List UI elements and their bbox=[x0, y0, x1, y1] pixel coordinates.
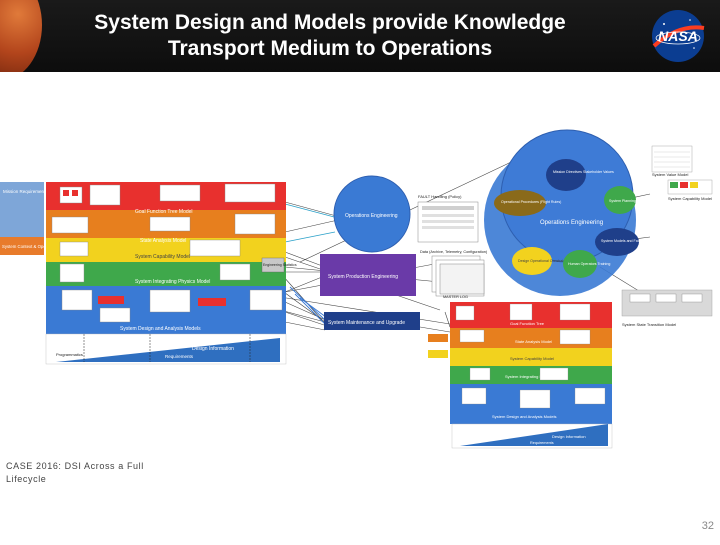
slide-title-line-1: System Design and Models provide Knowled… bbox=[94, 11, 566, 34]
knowledge-transport-diagram: Mission Requirements & Concept of Operat… bbox=[0, 129, 713, 449]
right-layer-label-5: System Design and Analysis Models bbox=[492, 414, 556, 419]
ops-node-6-label: Human Operators Training bbox=[568, 262, 610, 266]
right-layer-label-2: State Analysis Model bbox=[515, 339, 552, 344]
right-side-models: System Value Model System Capability Mod… bbox=[621, 145, 713, 327]
left-box-red-1 bbox=[98, 296, 124, 304]
right-lifecycle-diagram: Goal Function Tree State Analysis Model … bbox=[428, 302, 613, 449]
slide-title: System Design and Models provide Knowled… bbox=[40, 10, 620, 62]
left-layer-label-1: Goal Function Tree Model bbox=[135, 209, 193, 215]
left-layer-label-4: System Integrating Physics Model bbox=[135, 279, 210, 285]
nasa-logo-text: NASA bbox=[658, 28, 698, 44]
right-layer-label-4: System Integrating Physics Model bbox=[505, 374, 565, 379]
system-maintenance-box bbox=[324, 312, 420, 330]
ops-node-1 bbox=[546, 159, 586, 191]
big-circle-label: Operations Engineering bbox=[540, 220, 603, 226]
left-operations-circle bbox=[333, 175, 411, 253]
small-circle-label: Operations Engineering bbox=[345, 213, 398, 219]
right-label-1: System Value Model bbox=[652, 172, 688, 177]
ops-node-4 bbox=[595, 228, 639, 256]
right-bottom-label-2: Requirements bbox=[530, 441, 554, 445]
right-layer-label-1: Goal Function Tree bbox=[510, 321, 545, 326]
ops-node-4-label: System Models and Fault Management bbox=[601, 239, 664, 243]
ops-node-6 bbox=[563, 250, 597, 278]
left-layer-label-5: System Design and Analysis Models bbox=[120, 326, 201, 332]
left-box-label: Engineering Statistics bbox=[263, 263, 297, 267]
system-production-label: System Production Engineering bbox=[328, 274, 398, 280]
right-layer-label-3: System Capability Model bbox=[510, 356, 554, 361]
slide-body: Mission Requirements & Concept of Operat… bbox=[0, 72, 720, 540]
system-production-box bbox=[320, 254, 416, 296]
slide-footer-caption: CASE 2016: DSI Across a Full Lifecycle bbox=[6, 461, 144, 484]
right-label-3: System State Transition Model bbox=[622, 322, 676, 327]
left-gray-box bbox=[261, 257, 285, 273]
system-maintenance-label: System Maintenance and Upgrade bbox=[328, 320, 405, 326]
right-bottom-label-1: Design Information bbox=[552, 434, 586, 439]
ops-node-3 bbox=[604, 186, 636, 214]
left-box-red-2 bbox=[198, 298, 226, 306]
document-stack: FAULT Handling (Policy) Data (Archive, T… bbox=[417, 194, 488, 299]
connector-cyan-lines bbox=[284, 203, 339, 243]
left-bottom-label-3: Programmatics bbox=[56, 352, 83, 357]
operations-ellipse: Operations Engineering Operations Engine… bbox=[333, 129, 664, 296]
slide-header: System Design and Models provide Knowled… bbox=[0, 0, 720, 72]
right-label-2: System Capability Model bbox=[668, 196, 712, 201]
fault-policy-label: FAULT Handling (Policy) bbox=[418, 194, 462, 199]
ops-node-2-label: Operational Procedures (Flight Rules) bbox=[501, 200, 561, 204]
left-layer-label-3: System Capability Model bbox=[135, 254, 190, 260]
slide-title-line-2: Transport Medium to Operations bbox=[167, 37, 493, 60]
ops-node-3-label: System Planning bbox=[609, 199, 636, 203]
left-bottom-label-2: Requirements bbox=[165, 354, 194, 359]
left-side-label-2: System Context & Operations bbox=[2, 244, 59, 249]
left-lifecycle-diagram: Mission Requirements & Concept of Operat… bbox=[0, 182, 297, 365]
ops-node-2 bbox=[494, 190, 546, 216]
ops-node-5 bbox=[512, 247, 552, 275]
mars-planet-image bbox=[0, 0, 42, 72]
master-log-label: MASTER LOG bbox=[443, 295, 468, 299]
nasa-logo-icon: NASA bbox=[652, 10, 705, 62]
ops-node-5-label: Design Operational Constraints bbox=[518, 259, 568, 263]
slide-page-number: 32 bbox=[701, 520, 714, 532]
left-layer-label-2: State Analysis Model bbox=[140, 238, 186, 244]
left-thumbnail-red bbox=[63, 190, 78, 196]
left-thumbnails bbox=[51, 183, 283, 323]
ops-node-1-label: Mission Directives Stakeholder Values bbox=[553, 170, 614, 174]
left-bottom-wedge bbox=[56, 338, 280, 362]
left-bottom-label-1: Design Information bbox=[192, 346, 234, 352]
data-store-label: Data (Archive, Telemetry, Configuration) bbox=[420, 250, 488, 254]
